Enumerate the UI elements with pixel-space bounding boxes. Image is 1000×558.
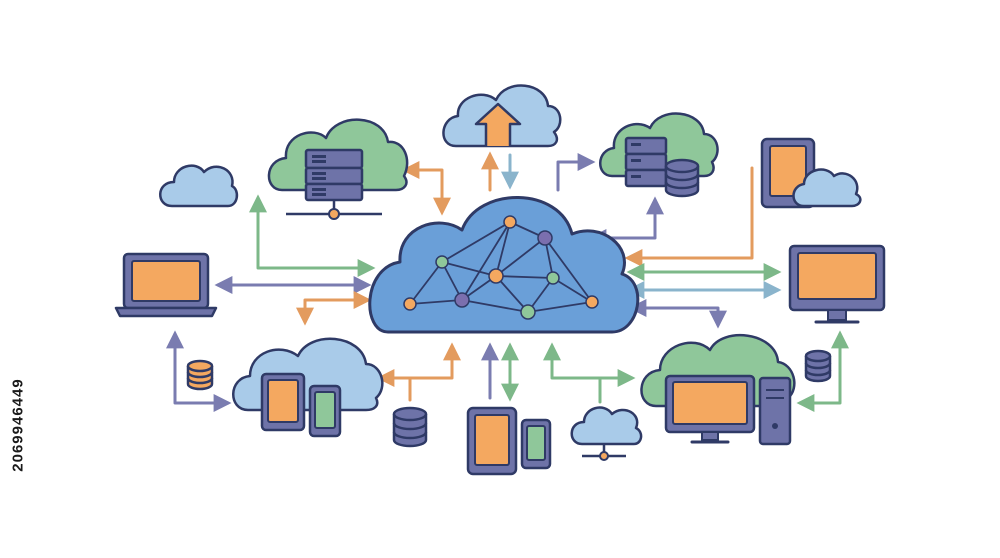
upload-cloud-icon — [442, 84, 562, 148]
arrow-center-to-db-cloud — [556, 153, 596, 192]
network-node — [546, 271, 560, 285]
network-node — [585, 295, 599, 309]
database-icon — [186, 359, 214, 391]
network-node — [488, 268, 504, 284]
network-node — [435, 255, 449, 269]
arrow-server-to-center — [401, 161, 451, 216]
arrow-desktop-to-right — [796, 330, 849, 412]
arrow-center-to-network-cloud — [543, 342, 636, 387]
network-node — [403, 297, 417, 311]
small-cloud-icon — [159, 164, 239, 208]
arrow-bottom-left-to-center — [408, 342, 461, 402]
arrow-center-to-desktop — [628, 299, 727, 329]
desktop-computer-cloud-icon — [640, 334, 796, 446]
network-node — [503, 215, 517, 229]
arrow-tablet-cloud-to-center — [624, 166, 754, 267]
network-node — [537, 230, 553, 246]
central-network-cloud-icon — [368, 196, 640, 334]
laptop-icon — [114, 252, 218, 318]
arrow-center-to-mobile-cloud — [296, 291, 372, 326]
network-cloud-icon — [570, 406, 643, 461]
network-node — [520, 304, 536, 320]
tablet-phone-icon — [466, 406, 552, 476]
arrow-center-to-small-cloud — [249, 194, 376, 277]
database-icon — [664, 158, 700, 198]
monitor-icon — [788, 244, 886, 324]
stock-id-label: 2069946449 — [6, 300, 30, 550]
connector-arrows — [166, 151, 849, 412]
network-node — [454, 292, 470, 308]
tablet-cloud-icon — [760, 137, 862, 209]
database-icon — [804, 349, 832, 383]
arrow-laptop-to-mobile-cloud — [166, 330, 232, 412]
stock-id-text: 2069946449 — [9, 378, 27, 472]
mobile-devices-cloud-icon — [232, 337, 384, 438]
database-icon — [392, 406, 428, 448]
database-cloud-icon — [599, 112, 719, 198]
server-cloud-icon — [267, 118, 409, 220]
